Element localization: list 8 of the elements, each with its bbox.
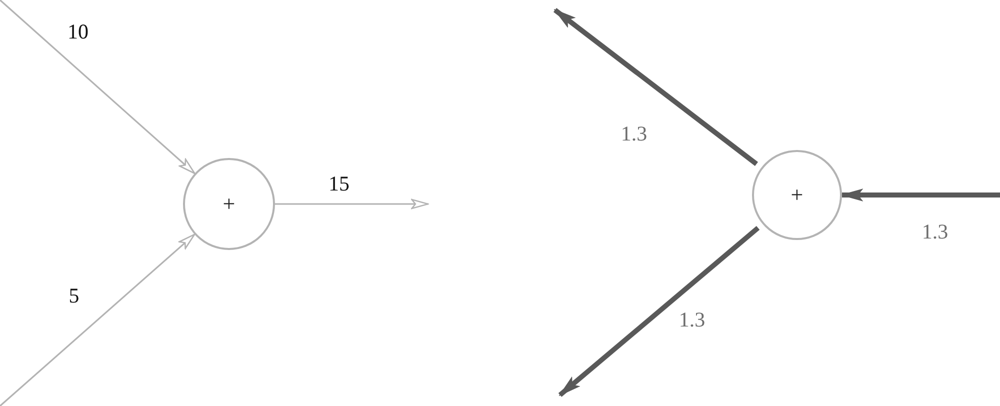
arrow	[841, 188, 1000, 202]
arrow	[275, 198, 429, 210]
operator-symbol: +	[790, 184, 804, 206]
arrow	[0, 234, 196, 406]
arrow	[558, 226, 760, 397]
operator-symbol: +	[222, 193, 236, 215]
arrow	[553, 8, 758, 166]
arrow	[0, 0, 196, 174]
